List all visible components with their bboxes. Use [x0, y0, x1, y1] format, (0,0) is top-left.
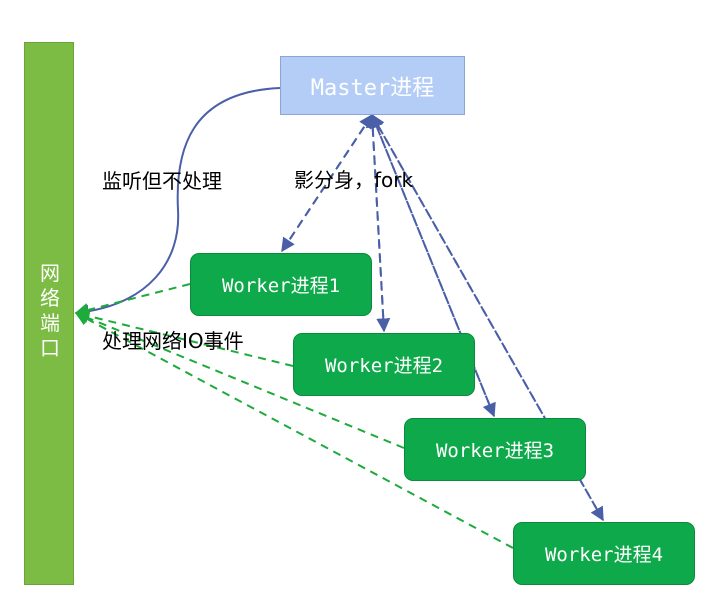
network-port-bar: 网 络 端 口: [24, 42, 74, 585]
worker-process-2: Worker进程2: [293, 333, 475, 396]
io-arrow-3: [74, 311, 405, 449]
io-arrow-4: [74, 312, 514, 549]
reverse-arrow-3: [370, 113, 495, 417]
io-handling-annotation: 处理网络IO事件: [102, 329, 244, 353]
io-arrow-2: [74, 309, 294, 367]
worker-process-4: Worker进程4: [513, 522, 695, 585]
fork-arrow-4: [371, 114, 604, 522]
listen-annotation: 监听但不处理: [102, 169, 222, 193]
master-process-box: Master进程: [280, 56, 465, 115]
worker-process-1: Worker进程1: [190, 253, 372, 316]
worker-process-3: Worker进程3: [404, 418, 586, 481]
listen-curve: [74, 87, 281, 319]
fork-annotation: 影分身，fork: [294, 168, 414, 192]
io-arrow-1: [74, 283, 191, 317]
network-port-label: 网 络 端 口: [40, 261, 60, 360]
reverse-arrow-2: [365, 113, 385, 332]
